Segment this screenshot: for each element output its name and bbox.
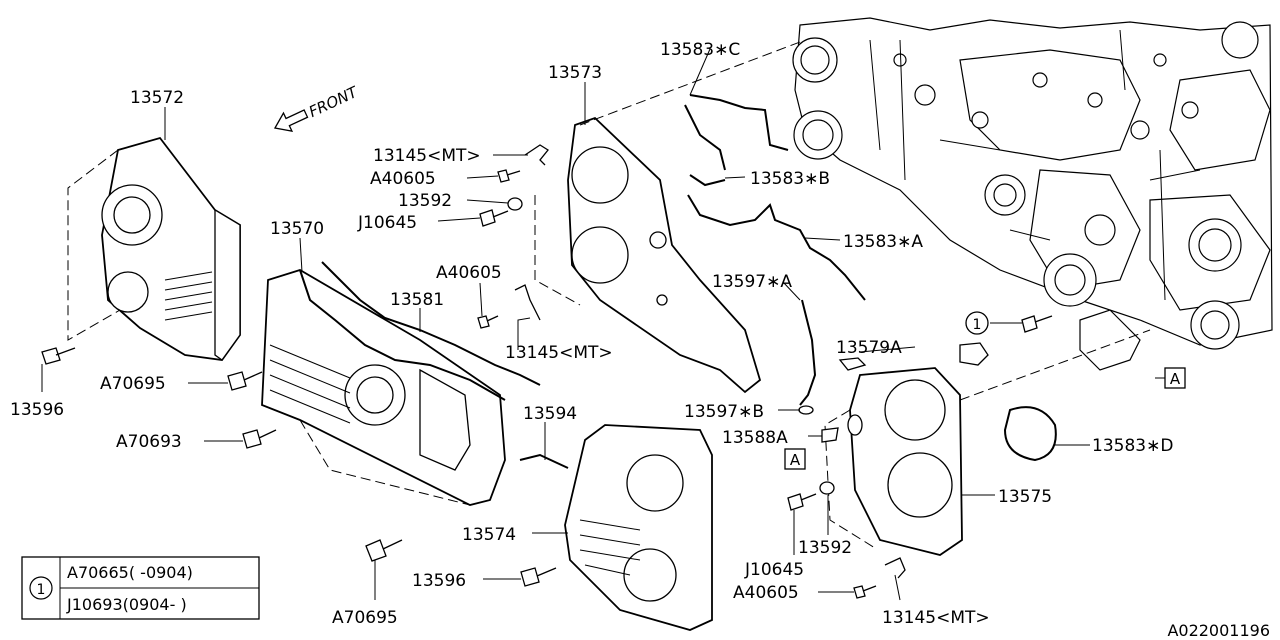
callout-13594[interactable]: 13594	[523, 404, 577, 424]
callout-a40605-lower[interactable]: A40605	[733, 583, 799, 603]
callout-13592-upper[interactable]: 13592	[398, 191, 452, 211]
seal-13597-a	[799, 299, 817, 406]
callout-j10645-upper[interactable]: J10645	[357, 213, 417, 233]
gasket-13583-b	[689, 174, 726, 187]
bolts-and-brackets	[41, 144, 1053, 599]
callout-13572[interactable]: 13572	[130, 88, 184, 108]
gasket-13583-c	[684, 94, 789, 171]
callout-13581[interactable]: 13581	[390, 290, 444, 310]
belt-cover-plate-13573	[567, 116, 762, 394]
timing-belt-cover-13572	[101, 136, 241, 361]
legend-row-1: A70665( -0904)	[67, 563, 193, 582]
callout-13592-lower[interactable]: 13592	[798, 538, 852, 558]
washer-13588a	[821, 414, 863, 443]
belt-cover-13574	[564, 424, 713, 631]
svg-text:1: 1	[973, 317, 982, 333]
svg-text:A: A	[790, 451, 801, 469]
callout-13596-lower[interactable]: 13596	[412, 571, 466, 591]
callout-13583-b[interactable]: 13583∗B	[750, 169, 830, 189]
callout-a40605-upper[interactable]: A40605	[370, 169, 436, 189]
callout-13574[interactable]: 13574	[462, 525, 516, 545]
reference-mark-a-cover[interactable]: A	[784, 448, 806, 470]
front-direction-arrow: FRONT	[273, 82, 362, 133]
callout-a40605-middle[interactable]: A40605	[436, 263, 502, 283]
belt-cover-13570	[261, 269, 506, 506]
callout-13583-d[interactable]: 13583∗D	[1092, 436, 1173, 456]
callout-13597-a[interactable]: 13597∗A	[712, 272, 792, 292]
callout-13597-b[interactable]: 13597∗B	[684, 402, 764, 422]
plug-13579a	[838, 342, 989, 371]
reference-mark-1[interactable]: 1	[965, 311, 989, 335]
callout-13573[interactable]: 13573	[548, 63, 602, 83]
belt-cover-13575	[849, 367, 963, 556]
diagram-reference-code: A022001196	[1167, 621, 1270, 640]
callout-13579a[interactable]: 13579A	[836, 338, 902, 358]
callout-a70693[interactable]: A70693	[116, 432, 182, 452]
callout-13145-mt-lower[interactable]: 13145<MT>	[882, 608, 990, 628]
callout-13583-a[interactable]: 13583∗A	[843, 232, 923, 252]
leader-lines	[41, 48, 1090, 601]
callout-13570[interactable]: 13570	[270, 219, 324, 239]
callout-13575[interactable]: 13575	[998, 487, 1052, 507]
callout-13145-mt-upper[interactable]: 13145<MT>	[373, 146, 481, 166]
legend-key: 1	[37, 582, 46, 598]
callout-j10645-lower[interactable]: J10645	[744, 560, 804, 580]
callout-13145-mt-middle[interactable]: 13145<MT>	[505, 343, 613, 363]
callout-13588a[interactable]: 13588A	[722, 428, 788, 448]
front-label: FRONT	[306, 82, 362, 121]
callout-a70695-lower[interactable]: A70695	[332, 608, 398, 628]
gasket-13583-d	[1003, 406, 1057, 462]
svg-text:A: A	[1170, 370, 1181, 388]
callout-labels: 13572 13570 13581 13573 13145<MT> A40605…	[10, 40, 1173, 628]
legend-table: 1 A70665( -0904) J10693(0904- )	[21, 556, 260, 620]
callout-a70695-upper[interactable]: A70695	[100, 374, 166, 394]
reference-mark-a-engine[interactable]: A	[1155, 367, 1186, 389]
gasket-13583-a	[687, 194, 866, 301]
seal-13597-b	[798, 405, 814, 415]
callout-13596-left[interactable]: 13596	[10, 400, 64, 420]
engine-block-illustration	[792, 17, 1273, 371]
legend-row-2: J10693(0904- )	[66, 595, 187, 614]
callout-13583-c[interactable]: 13583∗C	[660, 40, 740, 60]
